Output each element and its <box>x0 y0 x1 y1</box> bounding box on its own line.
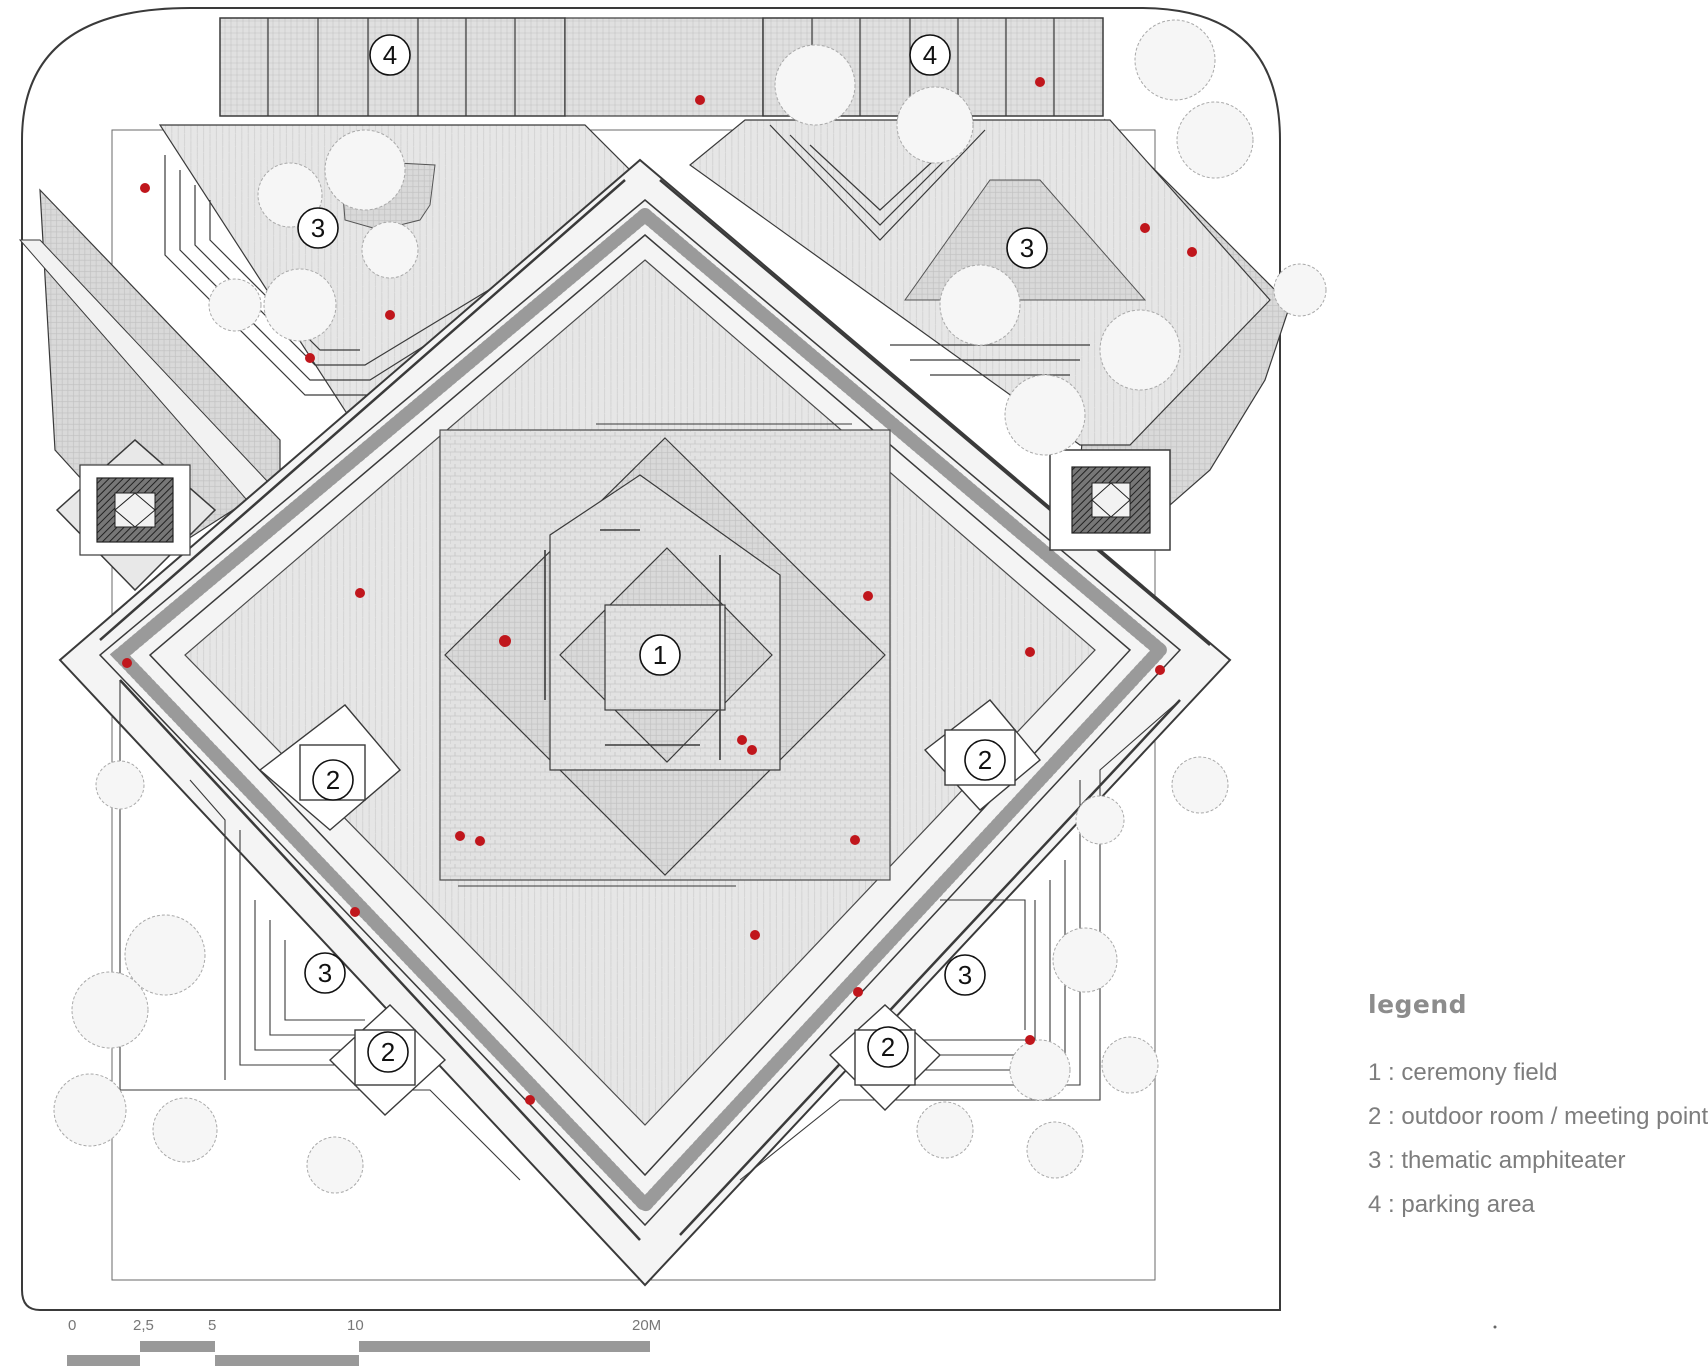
legend-item-outdoor-room: 2 : outdoor room / meeting point <box>1368 1103 1708 1130</box>
marker-4-parking-right: 4 <box>909 34 951 76</box>
hedge-band <box>109 208 1171 1216</box>
marker-3-amphitheater-se: 3 <box>944 954 986 996</box>
legend: legend 1 : ceremony field 2 : outdoor ro… <box>1368 990 1708 1235</box>
marker-3-amphitheater-sw: 3 <box>304 952 346 994</box>
svg-text:2: 2 <box>978 745 992 775</box>
people <box>122 77 1197 1105</box>
trees <box>53 19 1327 1194</box>
svg-text:2: 2 <box>326 765 340 795</box>
main-diamond-inner <box>148 234 1132 1177</box>
scale-label-5: 5 <box>208 1317 216 1334</box>
svg-text:3: 3 <box>318 958 332 988</box>
main-diamond-hedge <box>98 199 1182 1227</box>
svg-text:3: 3 <box>311 213 325 243</box>
east-pavilion <box>1049 449 1171 551</box>
ne-amphitheater-steps <box>769 124 1090 376</box>
legend-item-parking: 4 : parking area <box>1368 1191 1535 1218</box>
legend-item-amphitheater: 3 : thematic amphiteater <box>1368 1147 1626 1174</box>
marker-2-outdoor-room-w: 2 <box>312 759 354 801</box>
marker-2-outdoor-room-se: 2 <box>867 1026 909 1068</box>
marker-3-amphitheater-nw: 3 <box>297 207 339 249</box>
legend-title: legend <box>1368 990 1468 1019</box>
scale-label-10: 10 <box>347 1317 364 1334</box>
svg-text:3: 3 <box>958 960 972 990</box>
svg-text:3: 3 <box>1020 233 1034 263</box>
marker-4-parking-left: 4 <box>369 34 411 76</box>
diamond-walls <box>99 179 1211 1241</box>
scale-bar: 0 2,5 5 10 20M <box>67 1317 661 1366</box>
marker-2-outdoor-room-sw: 2 <box>367 1031 409 1073</box>
entrance-paving <box>564 17 764 117</box>
marker-2-outdoor-room-e: 2 <box>964 739 1006 781</box>
svg-text:2: 2 <box>381 1037 395 1067</box>
svg-text:2: 2 <box>881 1032 895 1062</box>
scale-label-0: 0 <box>68 1317 76 1334</box>
scale-label-20m: 20M <box>632 1317 661 1334</box>
legend-item-ceremony-field: 1 : ceremony field <box>1368 1059 1558 1086</box>
marker-3-amphitheater-ne: 3 <box>1006 227 1048 269</box>
svg-text:1: 1 <box>653 640 667 670</box>
west-pavilion <box>55 438 217 592</box>
scale-label-2-5: 2,5 <box>133 1317 154 1334</box>
svg-text:4: 4 <box>923 40 937 70</box>
svg-text:4: 4 <box>383 40 397 70</box>
marker-1-ceremony: 1 <box>639 634 681 676</box>
